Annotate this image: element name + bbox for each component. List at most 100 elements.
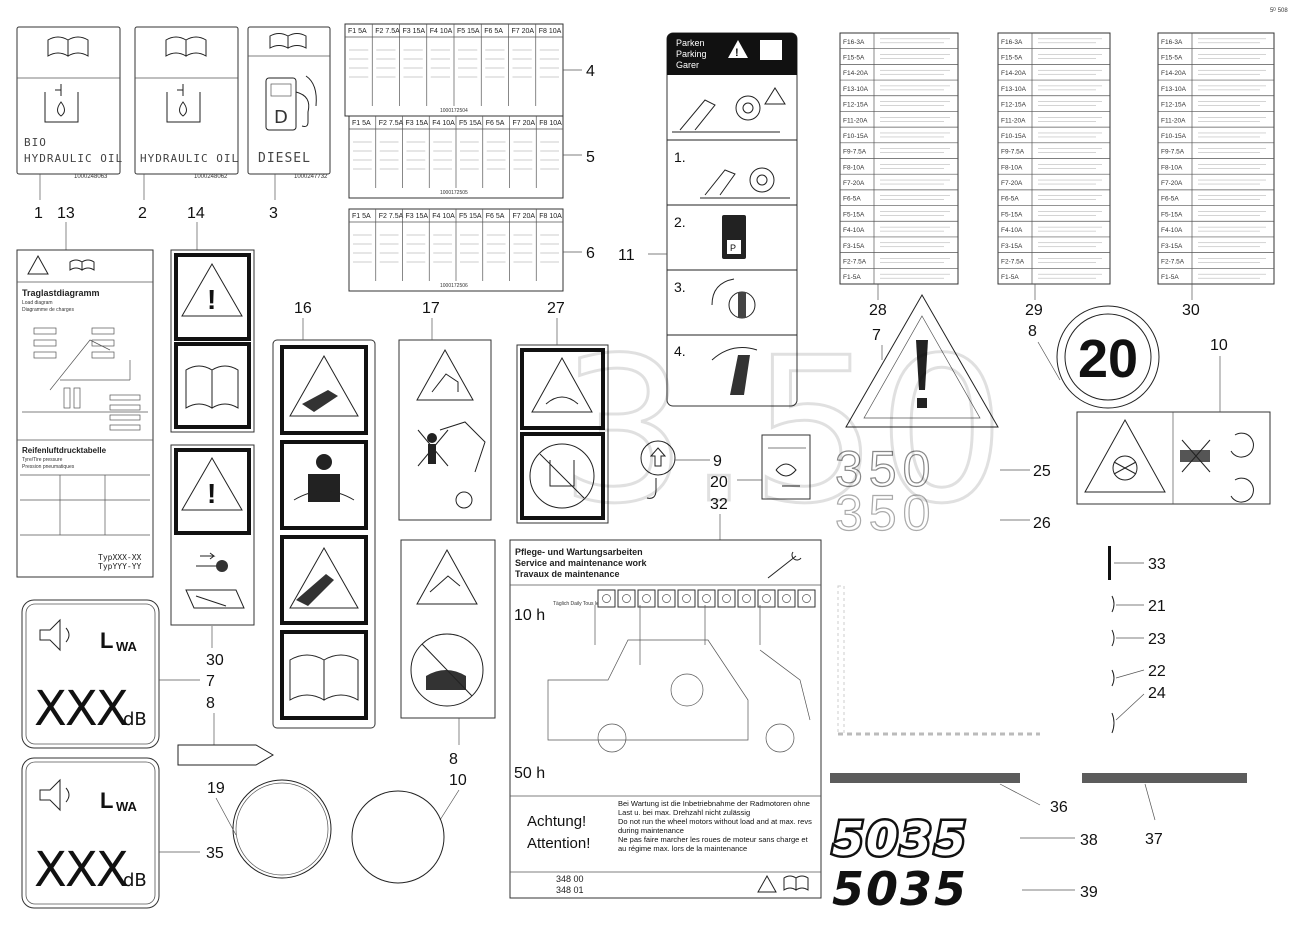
callout-32: 32 [710, 496, 728, 513]
book-icon [69, 259, 95, 271]
decal-parking: Parken Parking Garer ! 1. 2. P 3. [666, 32, 798, 407]
load-diagram-title: Traglastdiagramm [22, 288, 100, 298]
ignition-key-icon [711, 278, 756, 319]
fuse-head: F1 5A [352, 120, 371, 127]
fuse-item: F6-5A [843, 196, 861, 203]
fuse-head: F6 5A [484, 28, 503, 35]
decal-model-38: 5035 5035 [830, 810, 969, 869]
part-code: 1000172505 [440, 190, 468, 196]
model-number: 5035 [832, 862, 968, 916]
fuse-head: F3 15A [406, 120, 429, 127]
fuse-item: F15-5A [843, 55, 865, 62]
parking-de: Parken [676, 38, 705, 48]
boom-icon [431, 373, 459, 393]
grease-icon [775, 463, 797, 477]
callout-14: 14 [187, 205, 205, 222]
callout-38: 38 [1080, 832, 1098, 849]
load-chart-graphic [22, 327, 148, 431]
callout-27: 27 [547, 300, 565, 317]
decal-20 [761, 434, 811, 500]
fuse-list-28: F16-3AF15-5AF14-20AF13-10AF12-15AF11-20A… [839, 32, 959, 285]
callout-29: 29 [1025, 302, 1043, 319]
decal-noise-34: L WA XXX dB [21, 599, 160, 749]
warning-triangle-icon [181, 262, 243, 317]
warning-triangle-icon [181, 456, 243, 511]
callout-17: 17 [422, 300, 440, 317]
fuse-item: F13-10A [843, 86, 869, 93]
fuse-item: F8-10A [1161, 164, 1183, 171]
callout-31: 8 [206, 695, 215, 712]
noise-unit: dB [123, 709, 147, 730]
stripe-22 [1111, 669, 1115, 687]
parking-brake-switch-icon: P [722, 215, 746, 259]
fuse-head: F3 15A [403, 28, 426, 35]
callout-5: 5 [586, 149, 595, 166]
fuse-item: F1-5A [843, 274, 861, 281]
service-icon [717, 589, 736, 608]
fuse-head: F6 5A [486, 213, 505, 220]
part-code: 1000248063 [74, 174, 108, 180]
stripe-21 [1111, 595, 1115, 613]
callout-39: 39 [1080, 884, 1098, 901]
hydraulic-oil-label: HYDRAULIC OIL [24, 152, 123, 165]
decal-crush-hazard [398, 339, 492, 521]
callout-30: 30 [1182, 302, 1200, 319]
fuse-head: F2 7.5A [379, 120, 404, 127]
hand-pinch-icon [429, 575, 461, 593]
fuse-list-30: F16-3AF15-5AF14-20AF13-10AF12-15AF11-20A… [1157, 32, 1275, 285]
callout-2: 2 [138, 205, 147, 222]
fuse-item: F15-5A [1161, 55, 1183, 62]
wa-label: WA [116, 639, 138, 654]
book-icon [783, 875, 809, 891]
speaker-icon [39, 778, 70, 812]
model-number-outline: 5035 [832, 812, 968, 866]
tyre-table-fr: Pression pneumatiques [22, 464, 75, 470]
corner-mark: 5ᴰ 508 [1270, 7, 1288, 14]
callout-36: 36 [1050, 799, 1068, 816]
fuse-head: F4 10A [432, 213, 455, 220]
wrench-manual-icon [185, 589, 245, 609]
oil-tank-icon [166, 84, 201, 123]
fuse-item: F9-7.5A [843, 149, 867, 156]
fuse-head: F8 10A [539, 28, 562, 35]
reference-2: 348 01 [556, 885, 584, 895]
service-title-en: Service and maintenance work [515, 558, 648, 568]
fuse-item: F7-20A [1161, 180, 1183, 187]
warning-icon [728, 40, 748, 58]
slope-loader-icon [296, 574, 334, 606]
fuse-item: F6-5A [1001, 196, 1019, 203]
type-1: TypXXX-XX [98, 553, 142, 562]
fuse-head: F4 10A [430, 28, 453, 35]
seatbelt-operator-icon [293, 454, 355, 502]
type-2: TypYYY-YY [98, 562, 142, 571]
fuse-item: F6-5A [1161, 196, 1179, 203]
hydraulic-oil-label: HYDRAULIC OIL [140, 152, 239, 165]
step-2: 2. [674, 214, 686, 230]
load-diagram-en: Load diagram [22, 300, 53, 306]
svg-text:!: ! [207, 478, 216, 509]
book-icon [47, 36, 89, 57]
part-code: 1000172504 [440, 108, 468, 114]
joystick-icon [711, 347, 758, 395]
callout-22: 22 [1148, 663, 1166, 680]
fuse-item: F10-15A [1001, 133, 1027, 140]
callout-1: 1 [34, 205, 43, 222]
wrench-icon [767, 551, 802, 579]
fuse-item: F11-20A [843, 117, 868, 124]
callout-12: 10 [449, 772, 467, 789]
noise-value: XXX [34, 681, 128, 737]
warning-icon [757, 874, 777, 893]
callout-24: 24 [1148, 685, 1166, 702]
decal-noise-35: L WA XXX dB [21, 757, 160, 909]
service-icon [737, 589, 756, 608]
tyre-table-title: Reifenluftdrucktabelle [22, 446, 107, 455]
callout-20: 20 [710, 474, 728, 491]
stripe-33 [1108, 546, 1111, 580]
fuse-item: F5-15A [843, 211, 865, 218]
fuse-item: F16-3A [843, 39, 865, 46]
step-4: 4. [674, 343, 686, 359]
step-1: 1. [674, 149, 686, 165]
no-touch-hot-icon [410, 633, 484, 707]
fuse-head: F6 5A [486, 120, 505, 127]
